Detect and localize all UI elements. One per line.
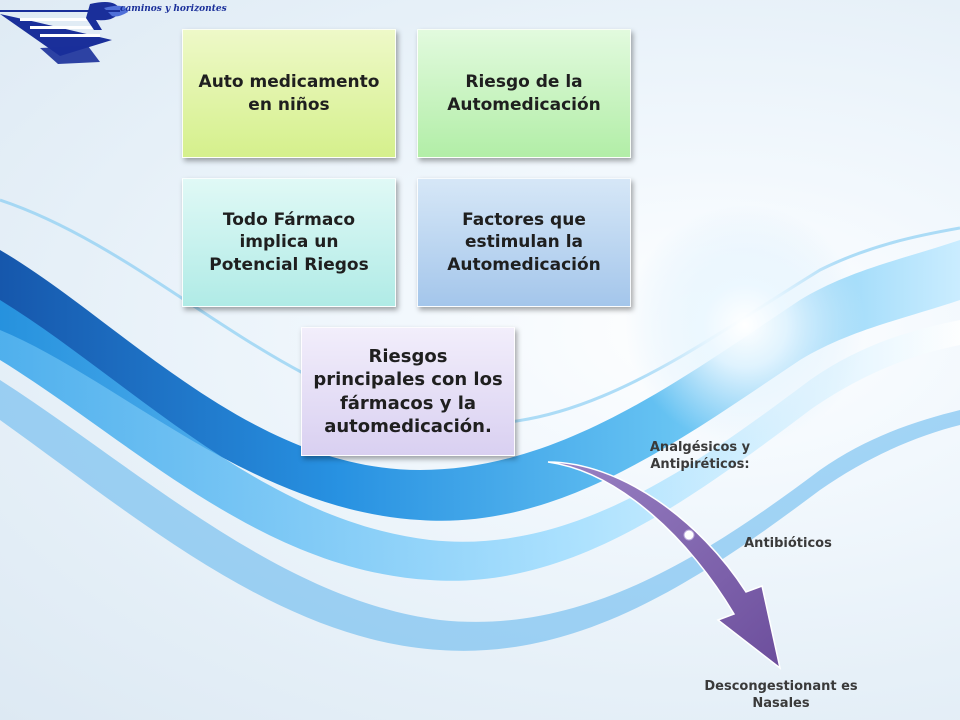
box-riesgo-automedicacion-label: Riesgo de la Automedicación (447, 72, 601, 115)
box-todo-farmaco: Todo Fármaco implica un Potencial Riegos (182, 178, 396, 307)
box-factores: Factores que estimulan la Automedicación (417, 178, 631, 307)
label-analgesicos: Analgésicos y Antipiréticos: (649, 440, 751, 472)
box-riesgos-principales-label: Riesgos principales con los fármacos y l… (313, 345, 503, 437)
logo-text: caminos y horizontes (120, 4, 227, 14)
label-descongestionantes: Descongestionant es Nasales (704, 679, 858, 711)
blue-wave (0, 198, 960, 651)
box-auto-medicamento: Auto medicamento en niños (182, 29, 396, 158)
light-glow (625, 205, 865, 445)
box-todo-farmaco-label: Todo Fármaco implica un Potencial Riegos (209, 210, 369, 275)
logo-mark (0, 2, 128, 64)
box-auto-medicamento-label: Auto medicamento en niños (198, 72, 380, 115)
box-riesgos-principales: Riesgos principales con los fármacos y l… (301, 327, 515, 456)
box-riesgo-automedicacion: Riesgo de la Automedicación (417, 29, 631, 158)
arrow-dot (683, 529, 695, 541)
label-antibioticos: Antibióticos (744, 536, 832, 551)
curved-arrow (547, 461, 782, 670)
box-factores-label: Factores que estimulan la Automedicación (447, 210, 601, 275)
